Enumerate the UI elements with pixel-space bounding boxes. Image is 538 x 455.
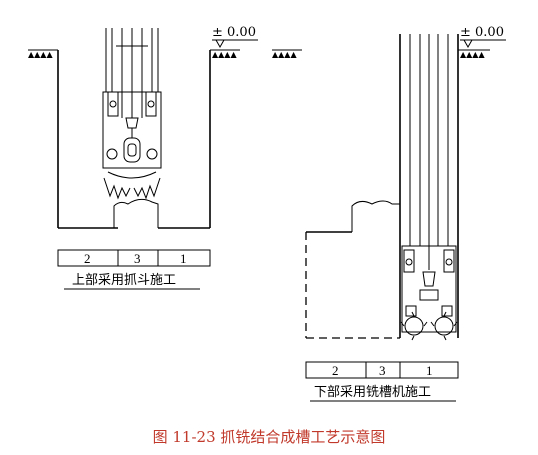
left-elevation-mark: ± 0.00 [212,25,258,49]
right-zone-2: 2 [332,363,339,378]
left-elevation-text: ± 0.00 [212,25,256,40]
left-zone-2: 2 [84,251,91,266]
right-zone-strip: 2 3 1 [305,361,459,379]
left-zone-strip: 2 3 1 [57,249,211,267]
left-grab-bucket [102,91,162,200]
left-grab-cables [105,28,159,118]
right-elevation-mark: ± 0.00 [460,25,506,49]
svg-text:▲▲▲▲: ▲▲▲▲ [212,50,237,59]
left-zone-1: 1 [180,251,187,266]
right-zone-1: 1 [426,363,433,378]
svg-text:▲▲▲▲: ▲▲▲▲ [28,50,53,59]
right-zone-3: 3 [379,363,386,378]
right-caption: 下部采用铣槽机施工 [314,385,431,400]
left-panel: ▲▲▲▲ ▲▲▲▲ ± 0.00 [28,25,258,290]
right-ground-right: ▲▲▲▲ [458,49,490,59]
right-trench [305,34,459,339]
svg-text:▲▲▲▲: ▲▲▲▲ [272,50,297,59]
svg-text:▲▲▲▲: ▲▲▲▲ [460,50,485,59]
right-cutter-head [400,245,458,341]
left-ground-right: ▲▲▲▲ [210,49,240,59]
right-elevation-text: ± 0.00 [460,25,504,40]
left-ground-left: ▲▲▲▲ [28,49,58,59]
right-panel: ▲▲▲▲ ▲▲▲▲ ± 0.00 [272,25,506,402]
left-trench [57,50,211,229]
figure-caption: 图 11-23 抓铣结合成槽工艺示意图 [153,428,386,446]
right-ground-left: ▲▲▲▲ [272,49,302,59]
left-caption: 上部采用抓斗施工 [72,273,176,288]
right-mill-frame [409,34,449,270]
left-zone-3: 3 [134,251,141,266]
